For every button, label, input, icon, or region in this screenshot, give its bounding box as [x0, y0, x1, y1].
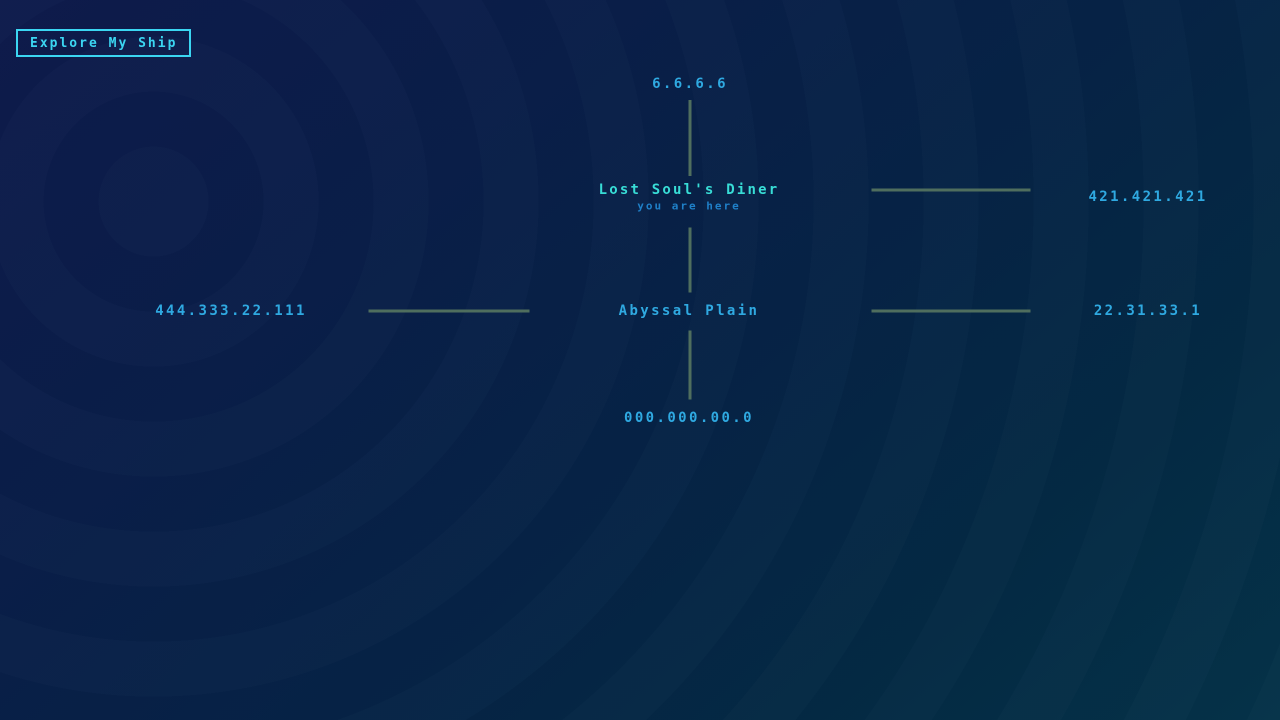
edge-north-to-here [688, 100, 692, 176]
map-node-northeast-address[interactable]: 421.421.421 [1088, 189, 1208, 205]
you-are-here-label: you are here [637, 199, 741, 213]
map-node-west-address[interactable]: 444.333.22.111 [155, 303, 307, 319]
edge-center-to-east [871, 309, 1031, 313]
edge-here-to-center [688, 227, 692, 293]
current-location-label: Lost Soul's Diner [598, 182, 780, 198]
map-node-east-address[interactable]: 22.31.33.1 [1093, 303, 1203, 319]
map-node-abyssal-plain[interactable]: Abyssal Plain [618, 303, 760, 319]
edge-center-to-south [688, 330, 692, 400]
map-node-south-address[interactable]: 000.000.00.0 [624, 410, 754, 426]
edge-center-to-west [368, 309, 530, 313]
map-node-north-address[interactable]: 6.6.6.6 [652, 76, 728, 92]
explore-my-ship-button[interactable]: Explore My Ship [16, 29, 192, 57]
edge-here-to-northeast [871, 188, 1031, 192]
